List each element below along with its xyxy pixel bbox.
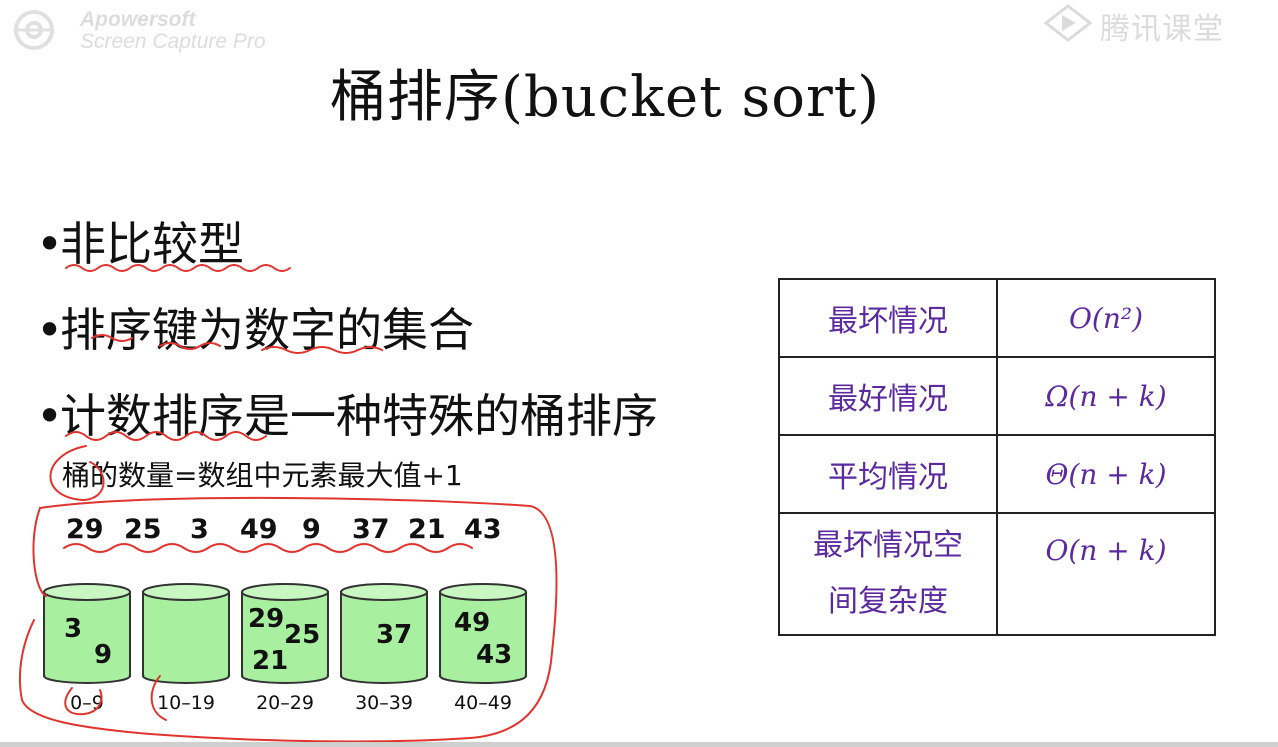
slide-title: 桶排序(bucket sort) — [330, 65, 881, 130]
table-row: 最坏情况空 间复杂度 O(n + k) — [778, 512, 1216, 636]
bottom-bar — [0, 742, 1278, 747]
play-logo-icon — [1043, 4, 1093, 42]
table-row: 平均情况 Θ(n + k) — [778, 434, 1216, 514]
table-cell-label: 最好情况 — [778, 356, 998, 436]
table-cell-value: Θ(n + k) — [996, 434, 1216, 514]
watermark-line1: Apowersoft — [80, 8, 196, 31]
table-cell-value: Ω(n + k) — [996, 356, 1216, 436]
bucket-item: 21 — [252, 646, 289, 676]
bucket-item: 3 — [64, 614, 83, 644]
bucket-range-label: 40–49 — [454, 692, 512, 714]
bucket-0-9 — [43, 583, 131, 684]
bucket-range-label: 20–29 — [256, 692, 314, 714]
camera-aperture-icon — [14, 10, 54, 50]
bucket-range-label: 30–39 — [355, 692, 413, 714]
bucket-range-label: 10–19 — [157, 692, 215, 714]
bullet-dot: • — [36, 217, 64, 271]
complexity-table: 最坏情况 O(n²) 最好情况 Ω(n + k) 平均情况 Θ(n + k) 最… — [778, 278, 1216, 636]
table-row: 最坏情况 O(n²) — [778, 278, 1216, 358]
bullet-dot: • — [36, 303, 64, 357]
bucket-item: 25 — [284, 620, 321, 650]
bullet-dot: • — [36, 389, 64, 443]
bucket-item: 37 — [376, 620, 413, 650]
table-row: 最好情况 Ω(n + k) — [778, 356, 1216, 436]
table-cell-value: O(n + k) — [996, 512, 1216, 636]
label-line: 间复杂度 — [828, 584, 948, 619]
table-cell-label: 平均情况 — [778, 434, 998, 514]
bucket-item: 9 — [94, 640, 113, 670]
watermark-text: 腾讯课堂 — [1100, 12, 1224, 47]
bullet-text: 非比较型 — [60, 217, 244, 271]
apowersoft-watermark: Apowersoft Screen Capture Pro — [8, 4, 328, 60]
bucket-item: 29 — [248, 604, 285, 634]
tencent-classroom-watermark: 腾讯课堂 — [1040, 2, 1240, 47]
watermark-line2: Screen Capture Pro — [80, 30, 266, 53]
bullet-item: •排序键为数字的集合 — [36, 294, 474, 360]
table-cell-label: 最坏情况空 间复杂度 — [778, 512, 998, 636]
bullet-item: •非比较型 — [36, 208, 244, 274]
table-cell-value: O(n²) — [996, 278, 1216, 358]
bucket-item: 43 — [476, 640, 513, 670]
label-line: 最坏情况空 — [813, 528, 963, 563]
bucket-10-19 — [142, 583, 230, 684]
bucket-count-note: 桶的数量=数组中元素最大值+1 — [62, 459, 463, 492]
bucket-range-label: 0–9 — [70, 692, 104, 714]
bucket-item: 49 — [454, 608, 491, 638]
table-cell-label: 最坏情况 — [778, 278, 998, 358]
